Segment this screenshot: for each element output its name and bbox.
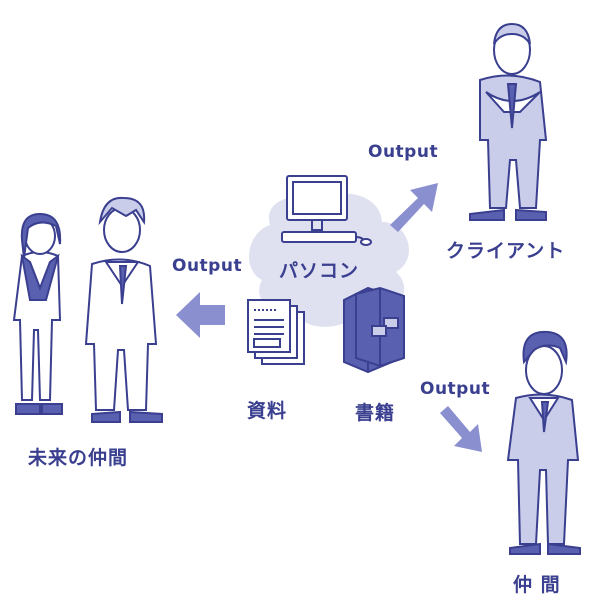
output-label-future: Output <box>172 256 242 276</box>
documents-icon <box>248 300 304 364</box>
future-colleagues-label: 未来の仲間 <box>28 443 128 470</box>
person-icon <box>508 332 580 554</box>
output-label-colleague: Output <box>420 379 490 399</box>
arrow-icon <box>176 292 225 338</box>
books-icon <box>344 288 404 372</box>
person-icon <box>86 198 162 422</box>
pc-label: パソコン <box>279 256 359 283</box>
books-label: 書籍 <box>355 398 395 425</box>
client-label: クライアント <box>446 236 565 263</box>
arrow-icon <box>440 406 482 452</box>
colleague-label: 仲 間 <box>513 570 561 597</box>
documents-label: 資料 <box>247 396 287 423</box>
person-icon <box>14 214 62 414</box>
arrow-icon <box>390 183 438 232</box>
output-label-client: Output <box>368 142 438 162</box>
person-icon <box>470 24 546 220</box>
